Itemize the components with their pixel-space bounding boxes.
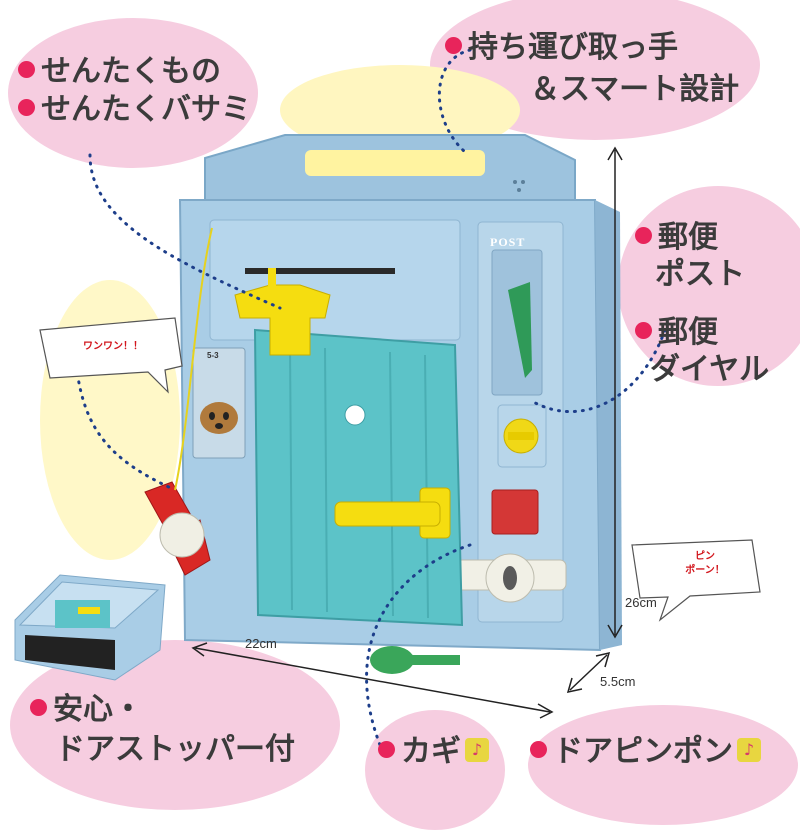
handle-label-line2: ＆スマート設計 xyxy=(530,72,740,107)
bullet-icon xyxy=(18,61,35,78)
bell-bubble-text-1: ピン xyxy=(695,551,715,562)
width-dimension: 22cm xyxy=(245,636,277,651)
bullet-icon xyxy=(635,227,652,244)
dial-label-line2: ダイヤル xyxy=(650,352,770,387)
bullet-icon xyxy=(635,322,652,339)
clothespin-label: せんたくバサミ xyxy=(18,90,251,130)
key-label: カギ♪ xyxy=(378,732,489,772)
bullet-icon xyxy=(18,99,35,116)
laundry-bubble xyxy=(8,18,258,168)
stopper-label: 安心・ xyxy=(30,690,143,730)
bullet-icon xyxy=(30,699,47,716)
post-sign: POST xyxy=(490,235,526,249)
mailbox-label-line2: ポスト xyxy=(655,257,745,292)
depth-dimension: 5.5cm xyxy=(600,674,636,689)
mailbox-label: 郵便 xyxy=(635,218,718,258)
height-dimension: 26cm xyxy=(625,595,657,610)
dial-label: 郵便 xyxy=(635,313,718,353)
toy-illustration xyxy=(14,48,761,747)
doorbell-label: ドアピンポン♪ xyxy=(530,732,761,772)
dog-bubble-text: ワンワン！！ xyxy=(83,341,143,352)
handle-label: 持ち運び取っ手 xyxy=(445,28,678,68)
stopper-label-line2: ドアストッパー付 xyxy=(55,732,295,767)
bullet-icon xyxy=(530,741,547,758)
mailbox-bubble xyxy=(618,186,800,386)
laundry-label: せんたくもの xyxy=(18,52,221,92)
window-sign: 5-3 xyxy=(207,351,219,360)
music-note-icon: ♪ xyxy=(465,737,489,762)
music-note-icon: ♪ xyxy=(737,737,761,762)
bullet-icon xyxy=(378,741,395,758)
bell-bubble-text-2: ポーン！ xyxy=(685,565,725,576)
bullet-icon xyxy=(445,37,462,54)
